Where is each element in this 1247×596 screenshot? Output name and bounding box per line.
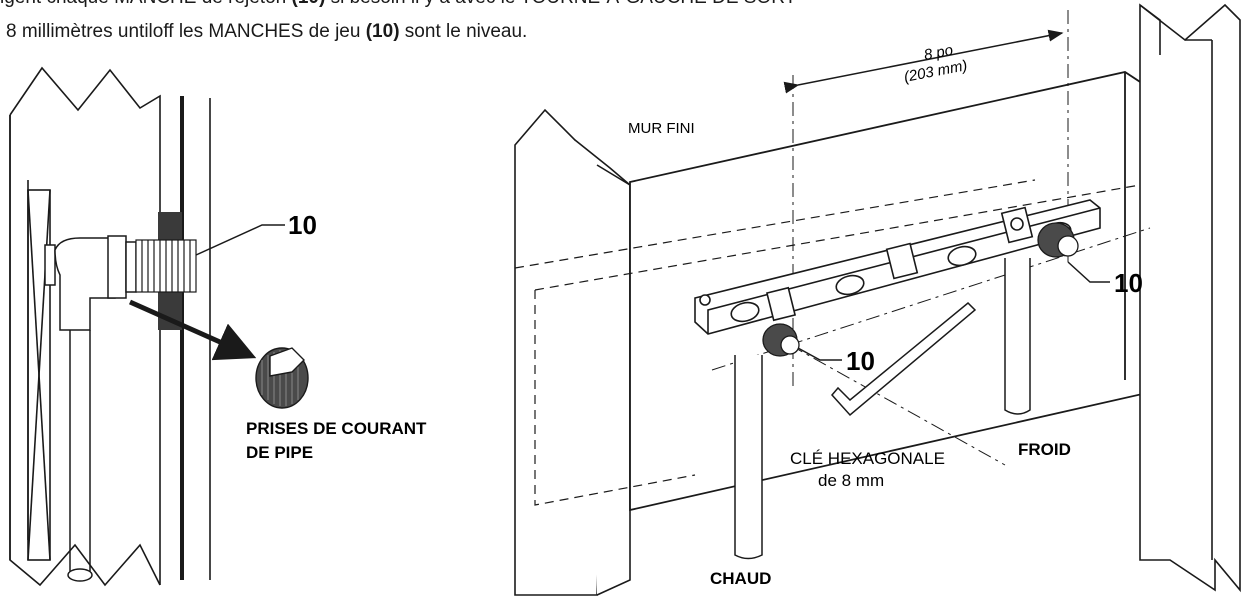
plug-label-line2: DE PIPE: [246, 443, 313, 462]
dimension-label-in: 8 po: [923, 42, 955, 64]
right-stud: [1139, 3, 1241, 593]
callout-leader-right: [1067, 261, 1110, 283]
cold-label: FROID: [1018, 440, 1071, 459]
plug-arrow: [128, 299, 257, 361]
left-wall-section: [9, 66, 211, 587]
pipe-plug-icon: [255, 347, 309, 409]
threaded-nipple: [135, 239, 197, 293]
dimension-arrow: [783, 29, 1064, 94]
callout-leader-left: [195, 224, 285, 256]
wall-label: MUR FINI: [628, 120, 695, 137]
instruction-line-1: igent chaque MANCHE de rejeton (10) si b…: [0, 0, 796, 10]
hex-key-icon: [831, 301, 977, 417]
instruction-line-2: 8 millimètres untiloff les MANCHES de je…: [6, 21, 528, 42]
left-stud: [514, 108, 631, 596]
plug-label-line1: PRISES DE COURANT: [246, 419, 427, 438]
callout-10-left: 10: [288, 210, 317, 240]
hex-key-label-line1: CLÉ HEXAGONALE: [790, 449, 945, 468]
threaded-stub-hot: [762, 323, 800, 357]
callout-10-center: 10: [846, 346, 875, 376]
callout-10-right: 10: [1114, 268, 1143, 298]
supply-pipes: [734, 258, 1031, 560]
callout-leader-center: [797, 347, 842, 361]
threaded-stub-cold: [1037, 222, 1079, 258]
elbow-fitting: [44, 235, 137, 582]
hot-label: CHAUD: [710, 569, 771, 588]
hex-key-label-line2: de 8 mm: [818, 471, 884, 490]
finished-wall-board: [629, 71, 1161, 512]
hidden-edge-lines: [514, 179, 1141, 506]
